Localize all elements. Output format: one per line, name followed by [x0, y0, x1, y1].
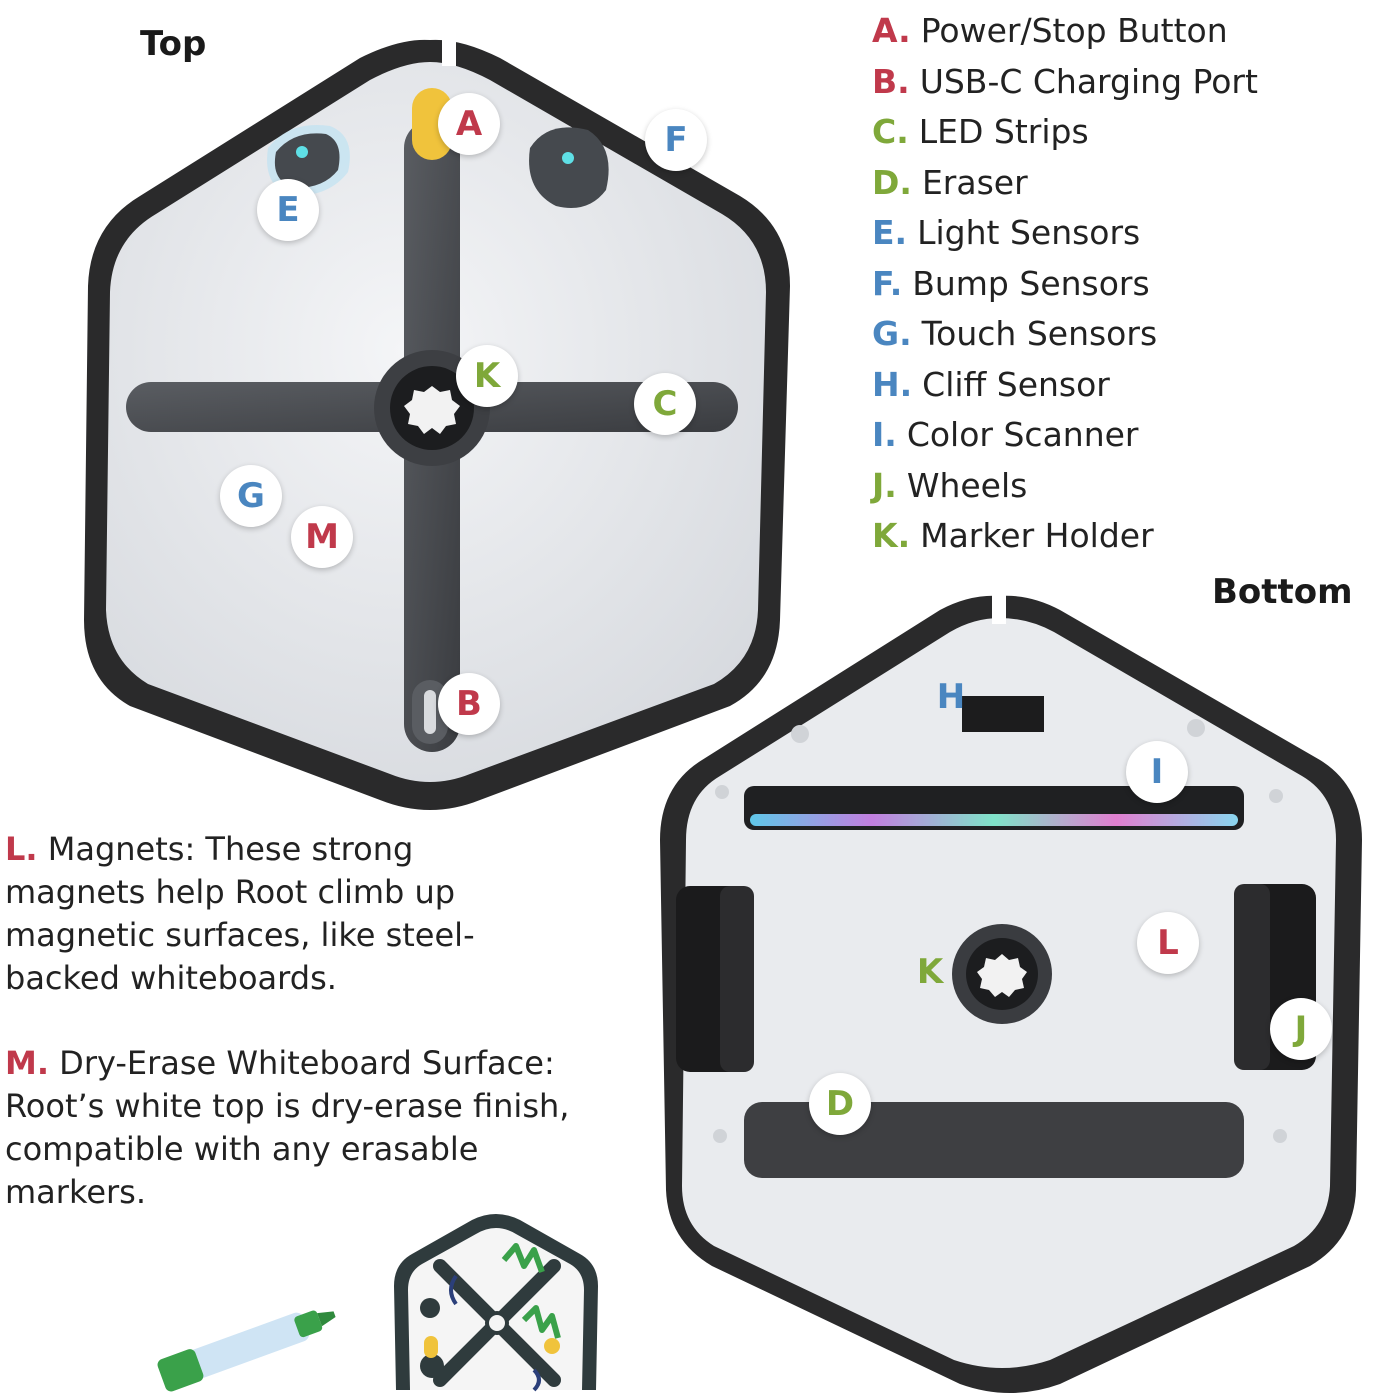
magnets-description: L. Magnets: These strong magnets help Ro… [5, 830, 475, 997]
bottom-view-title: Bottom [1212, 572, 1353, 612]
legend-item: I.Color Scanner [872, 415, 1139, 454]
callout-j: J [1270, 998, 1332, 1060]
top-view-title: Top [140, 24, 207, 64]
eraser-pad [744, 1102, 1244, 1178]
root-robot-sticker-icon [394, 1214, 598, 1392]
color-scanner-leds [750, 814, 1238, 826]
marker-icon [157, 1310, 336, 1392]
callout-m: M [291, 506, 353, 568]
top-view-robot [84, 39, 790, 811]
surface-description: M. Dry-Erase Whiteboard Surface: Root’s … [5, 1044, 570, 1211]
callout-b: B [438, 673, 500, 735]
power-stop-button[interactable] [412, 88, 452, 160]
legend-item: E.Light Sensors [872, 213, 1141, 252]
callout-d: D [809, 1073, 871, 1135]
callout-k-bottom: K [916, 952, 944, 992]
callout-a: A [438, 93, 500, 155]
callout-e: E [257, 179, 319, 241]
legend-item: D.Eraser [872, 162, 1028, 202]
callout-h: H [936, 677, 966, 717]
legend-item: C.LED Strips [872, 112, 1089, 151]
marker-holder-gear [404, 386, 460, 434]
legend-item: G.Touch Sensors [872, 314, 1158, 353]
legend-item: K.Marker Holder [872, 516, 1154, 555]
callout-g: G [220, 465, 282, 527]
marker-holder-gear-bottom [977, 954, 1027, 997]
callout-c: C [634, 373, 696, 435]
bottom-view-robot [660, 594, 1362, 1393]
light-sensor-right [529, 127, 609, 208]
cliff-sensor [962, 696, 1044, 732]
legend-item: F.Bump Sensors [872, 263, 1150, 303]
legend-item: B.USB-C Charging Port [872, 61, 1258, 101]
callout-k-top: K [456, 345, 518, 407]
parts-legend: A.Power/Stop Button B.USB-C Charging Por… [872, 8, 1258, 564]
callout-l: L [1137, 912, 1199, 974]
legend-item: H.Cliff Sensor [872, 364, 1110, 404]
light-sensor-left [267, 124, 350, 196]
callout-f: F [645, 109, 707, 171]
legend-item: J.Wheels [872, 465, 1028, 505]
callout-i: I [1126, 741, 1188, 803]
legend-item: A.Power/Stop Button [872, 11, 1228, 50]
